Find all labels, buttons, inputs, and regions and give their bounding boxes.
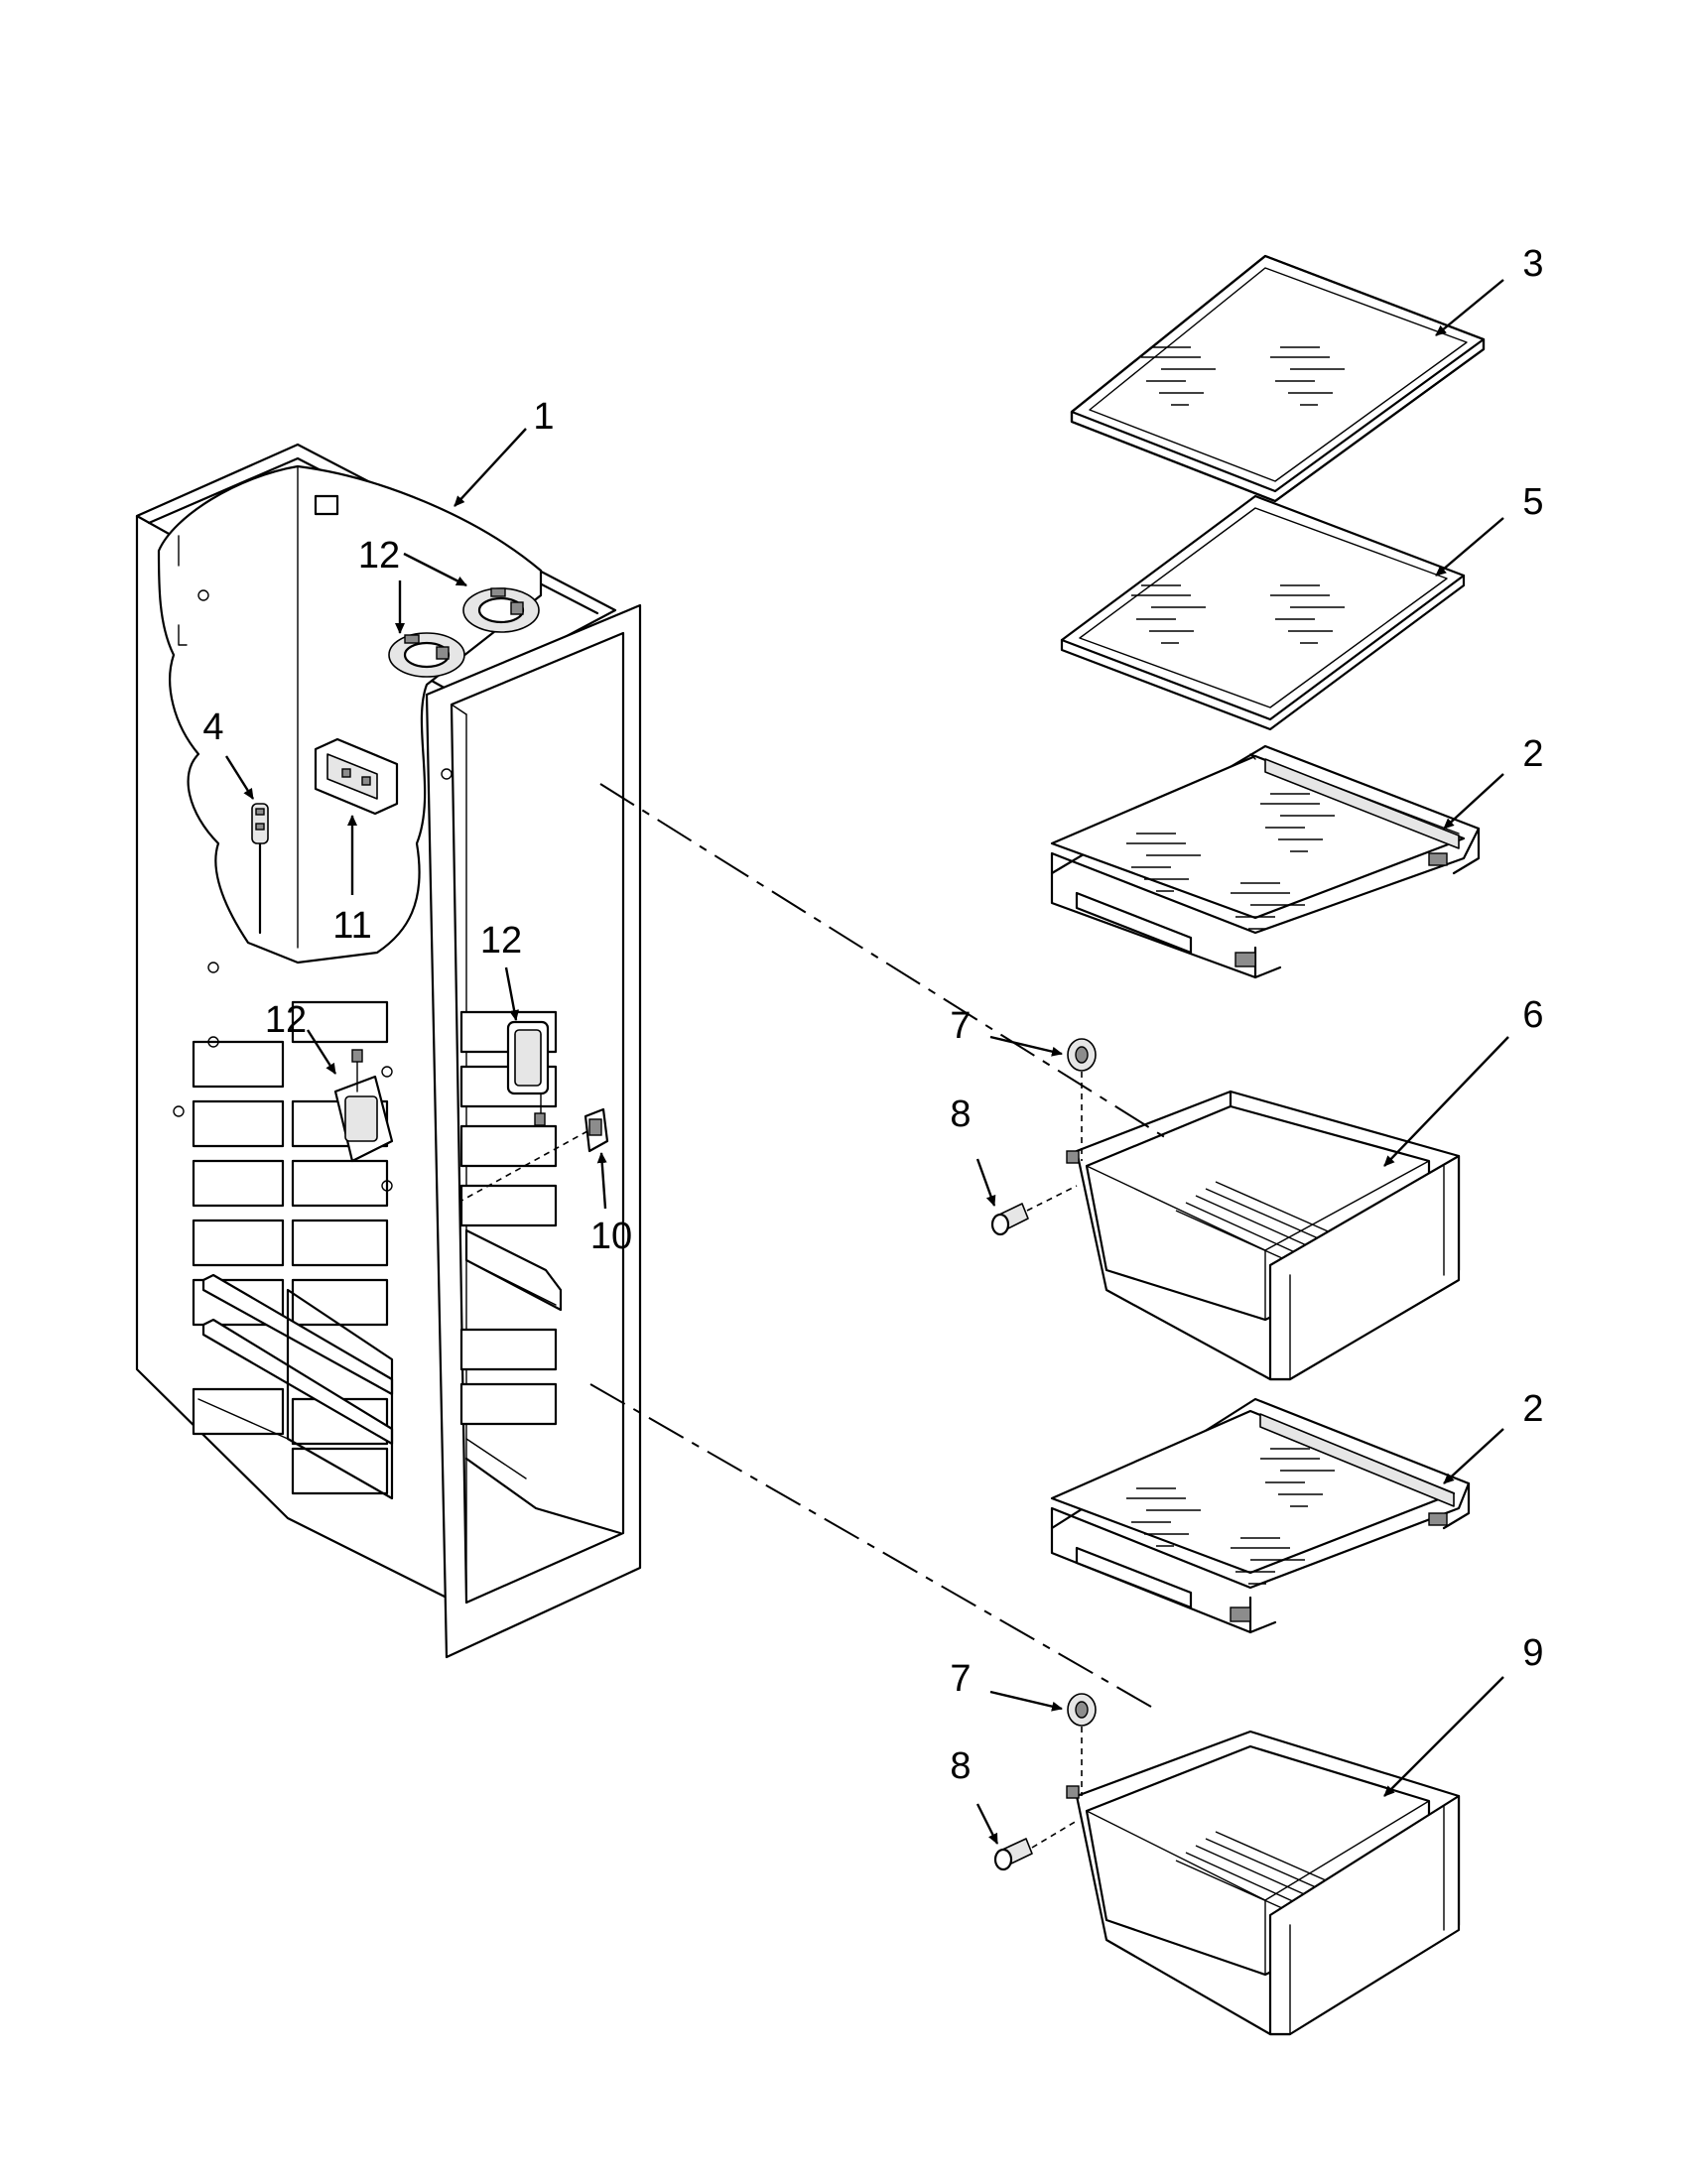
callout-shelf-lower: 2 [1522,1388,1543,1430]
callout-screw-lower: 8 [950,1745,971,1787]
callout-crisper-upper: 6 [1522,994,1543,1036]
lamp-socket-rear [333,1049,394,1163]
crisper-drawer-upper [1066,1090,1461,1381]
callout-middle-shelf: 5 [1522,481,1543,523]
callout-switch: 10 [590,1216,632,1257]
roller-upper [1067,1038,1097,1072]
roller-lower [1067,1693,1097,1727]
callout-lamp-top: 12 [358,535,400,577]
lamp-socket-side [506,1020,550,1126]
callout-top-shelf: 3 [1522,243,1543,285]
callout-labels: 1 2 2 3 4 5 6 7 7 8 8 9 10 11 12 12 12 [202,243,1543,1787]
assembly-guide-lines [460,783,1172,1849]
callout-leaders [224,279,1509,1845]
lamp-socket-top-right [462,587,540,633]
crisper-cover-shelf-lower [1050,1397,1471,1634]
lamp-socket-top-left [388,632,465,678]
callout-crisper-lower: 9 [1522,1632,1543,1674]
screw-upper [990,1203,1029,1236]
refrigerator-liner-cabinet [135,443,642,1659]
callout-shelf-upper: 2 [1522,733,1543,775]
callout-roller-upper: 7 [950,1005,971,1047]
thermistor-probe [251,803,269,935]
screw-lower [993,1838,1033,1871]
callout-housing: 11 [332,905,371,947]
callout-lamp-rear: 12 [265,999,307,1041]
light-switch [584,1107,609,1153]
callout-cabinet: 1 [533,396,554,438]
callout-lamp-side: 12 [480,920,522,962]
glass-shelf-top [1070,254,1486,503]
crisper-drawer-lower [1066,1730,1461,2036]
control-housing [314,737,399,816]
callout-screw-upper: 8 [950,1093,971,1135]
glass-shelf-middle [1060,494,1466,731]
callout-roller-lower: 7 [950,1658,971,1700]
callout-thermistor: 4 [202,707,223,748]
crisper-cover-shelf-upper [1050,744,1481,979]
